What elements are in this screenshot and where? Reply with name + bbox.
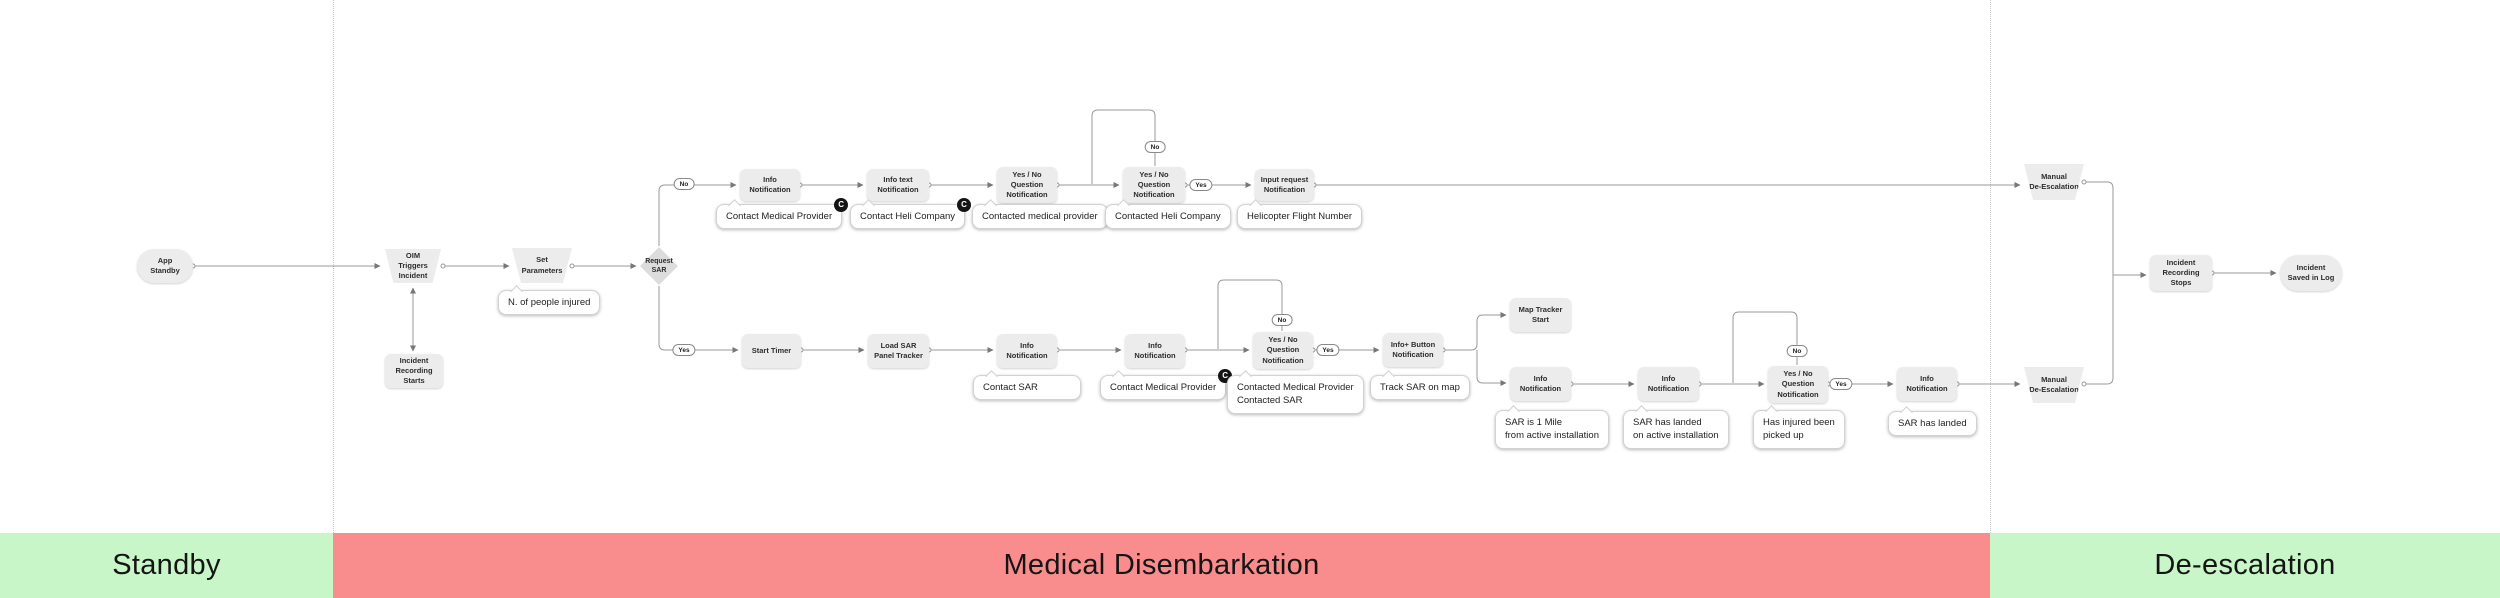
- bubble-text: N. of people injured: [508, 297, 591, 308]
- edge-label-yes-request-sar: Yes: [672, 344, 696, 356]
- node-info-notification-contact-medical-bottom[interactable]: Info Notification: [1125, 334, 1185, 368]
- edge-label-no-medical-sar-loop: No: [1271, 314, 1293, 326]
- node-request-sar-decision[interactable]: Request SAR: [640, 247, 678, 285]
- node-oim-triggers-incident[interactable]: OIM Triggers Incident: [385, 249, 441, 283]
- connector-lines: [190, 109, 2277, 387]
- bubble-n-of-people-injured[interactable]: N. of people injured: [498, 290, 601, 316]
- bubble-text: Contacted Heli Company: [1115, 211, 1221, 222]
- edge-label-no-injured-loop: No: [1786, 345, 1808, 357]
- bubble-text: Contact Medical Provider: [1110, 382, 1217, 393]
- section-band-medical-disembarkation: Medical Disembarkation: [333, 533, 1990, 598]
- node-yes-no-question-contacted-medical-sar[interactable]: Yes / No Question Notification: [1253, 332, 1313, 369]
- node-incident-recording-starts[interactable]: Incident Recording Starts: [385, 354, 443, 388]
- bubble-text: SAR is 1 Mile from active installation: [1505, 417, 1599, 442]
- node-input-request-notification[interactable]: Input request Notification: [1255, 169, 1314, 201]
- bubble-text: Contact Medical Provider: [726, 211, 833, 222]
- node-set-parameters[interactable]: Set Parameters: [512, 248, 572, 283]
- comment-badge[interactable]: C: [957, 198, 972, 212]
- node-info-notification-sar-1-mile[interactable]: Info Notification: [1510, 367, 1571, 401]
- bubble-text: Contacted medical provider: [982, 211, 1098, 222]
- bubble-has-injured-been-picked-up[interactable]: Has injured been picked up: [1753, 410, 1845, 449]
- node-manual-deescalation-top[interactable]: Manual De-Escalation: [2024, 164, 2084, 200]
- node-start-timer[interactable]: Start Timer: [742, 334, 801, 368]
- bubble-helicopter-flight-number[interactable]: Helicopter Flight Number: [1237, 204, 1363, 230]
- edge-label-no-request-sar: No: [673, 178, 695, 190]
- section-label: De-escalation: [2154, 549, 2336, 581]
- request-sar-label: Request SAR: [645, 257, 673, 274]
- edge-label-yes-medical-sar: Yes: [1316, 344, 1340, 356]
- bubble-sar-landed-installation[interactable]: SAR has landed on active installation: [1623, 410, 1729, 449]
- node-manual-deescalation-bottom[interactable]: Manual De-Escalation: [2024, 367, 2084, 403]
- node-load-sar-panel-tracker[interactable]: Load SAR Panel Tracker: [868, 334, 929, 368]
- bubble-contact-sar[interactable]: Contact SAR: [973, 375, 1081, 401]
- section-band-standby: Standby: [0, 533, 333, 598]
- section-label: Standby: [112, 549, 221, 581]
- bubble-track-sar-on-map[interactable]: Track SAR on map: [1370, 375, 1470, 401]
- bubble-text: Helicopter Flight Number: [1247, 211, 1353, 222]
- bubble-text: Contacted Medical Provider Contacted SAR: [1237, 382, 1354, 407]
- bubble-contacted-medical-provider-sar[interactable]: Contacted Medical Provider Contacted SAR: [1227, 375, 1364, 414]
- node-incident-recording-stops[interactable]: Incident Recording Stops: [2150, 255, 2212, 291]
- bubble-text: Contact SAR: [983, 382, 1038, 393]
- node-info-notification-sar-landed-installation[interactable]: Info Notification: [1638, 367, 1699, 401]
- bubble-contacted-medical-provider[interactable]: Contacted medical provider: [972, 204, 1108, 230]
- node-yes-no-question-contacted-heli[interactable]: Yes / No Question Notification: [1123, 167, 1185, 203]
- edge-label-no-heli-loop: No: [1144, 141, 1166, 153]
- node-info-notification-contact-medical[interactable]: Info Notification: [740, 169, 800, 201]
- edge-label-yes-heli: Yes: [1189, 179, 1213, 191]
- node-yes-no-question-injured-picked-up[interactable]: Yes / No Question Notification: [1768, 366, 1828, 403]
- bubble-sar-1-mile[interactable]: SAR is 1 Mile from active installation: [1495, 410, 1609, 449]
- node-info-text-notification[interactable]: Info text Notification: [867, 169, 929, 201]
- node-app-standby[interactable]: App Standby: [137, 249, 193, 283]
- lane-divider-medical-deescalation: [1990, 0, 1991, 533]
- edge-label-yes-injured: Yes: [1829, 378, 1853, 390]
- bubble-contacted-heli-company[interactable]: Contacted Heli Company: [1105, 204, 1231, 230]
- node-info-plus-button-notification[interactable]: Info+ Button Notification: [1383, 333, 1443, 367]
- node-incident-saved-in-log[interactable]: Incident Saved in Log: [2280, 255, 2342, 291]
- comment-badge[interactable]: C: [834, 198, 849, 212]
- node-info-notification-contact-sar[interactable]: Info Notification: [997, 334, 1057, 368]
- bubble-text: Contact Heli Company: [860, 211, 956, 222]
- node-map-tracker-start[interactable]: Map Tracker Start: [1510, 298, 1571, 332]
- bubble-text: SAR has landed: [1898, 418, 1967, 429]
- bubble-text: SAR has landed on active installation: [1633, 417, 1719, 442]
- section-band-deescalation: De-escalation: [1990, 533, 2500, 598]
- bubble-sar-has-landed[interactable]: SAR has landed: [1888, 411, 1977, 437]
- section-label: Medical Disembarkation: [1003, 549, 1320, 581]
- bubble-text: Has injured been picked up: [1763, 417, 1835, 442]
- bubble-text: Track SAR on map: [1380, 382, 1460, 393]
- node-info-notification-sar-has-landed[interactable]: Info Notification: [1897, 367, 1957, 401]
- node-yes-no-question-contacted-medical[interactable]: Yes / No Question Notification: [997, 167, 1057, 203]
